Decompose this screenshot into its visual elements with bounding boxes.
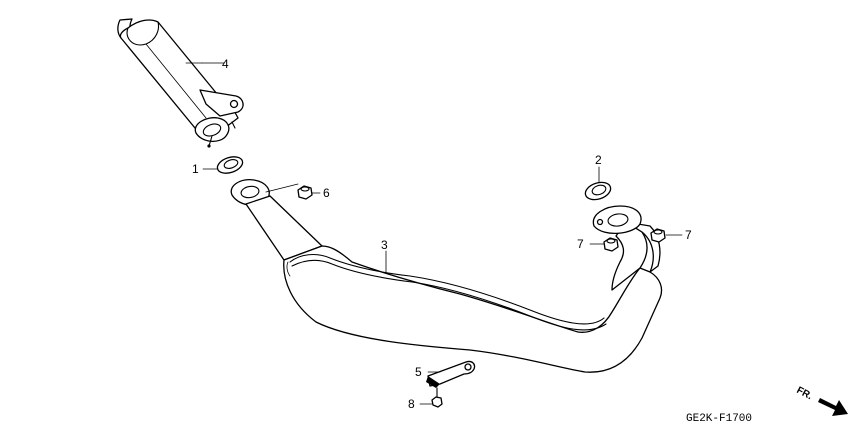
callout-2: 2 xyxy=(595,153,602,167)
front-arrow-icon xyxy=(818,398,848,416)
callout-7a: 7 xyxy=(577,237,584,251)
nut-7-left[interactable] xyxy=(603,237,619,252)
nut-6[interactable] xyxy=(297,185,313,200)
bolt-8[interactable] xyxy=(431,387,443,408)
callout-6: 6 xyxy=(323,186,330,200)
callout-5: 5 xyxy=(415,365,422,379)
leader-6a xyxy=(265,183,299,193)
callout-1: 1 xyxy=(192,162,199,176)
callout-4: 4 xyxy=(222,57,229,71)
gasket-muffler[interactable] xyxy=(215,154,244,176)
callout-3: 3 xyxy=(381,238,388,252)
exhaust-stay[interactable] xyxy=(426,360,476,388)
callout-8: 8 xyxy=(408,397,415,411)
diagram-code: GE2K-F1700 xyxy=(686,413,752,425)
callout-7b: 7 xyxy=(685,228,692,242)
front-label: FR. xyxy=(795,385,815,402)
gasket-exhaust-pipe[interactable] xyxy=(583,179,613,202)
muffler[interactable] xyxy=(117,18,244,148)
nut-7-right[interactable] xyxy=(650,228,666,243)
exhaust-pipe[interactable] xyxy=(230,179,663,373)
front-direction-indicator: FR. xyxy=(795,385,848,416)
